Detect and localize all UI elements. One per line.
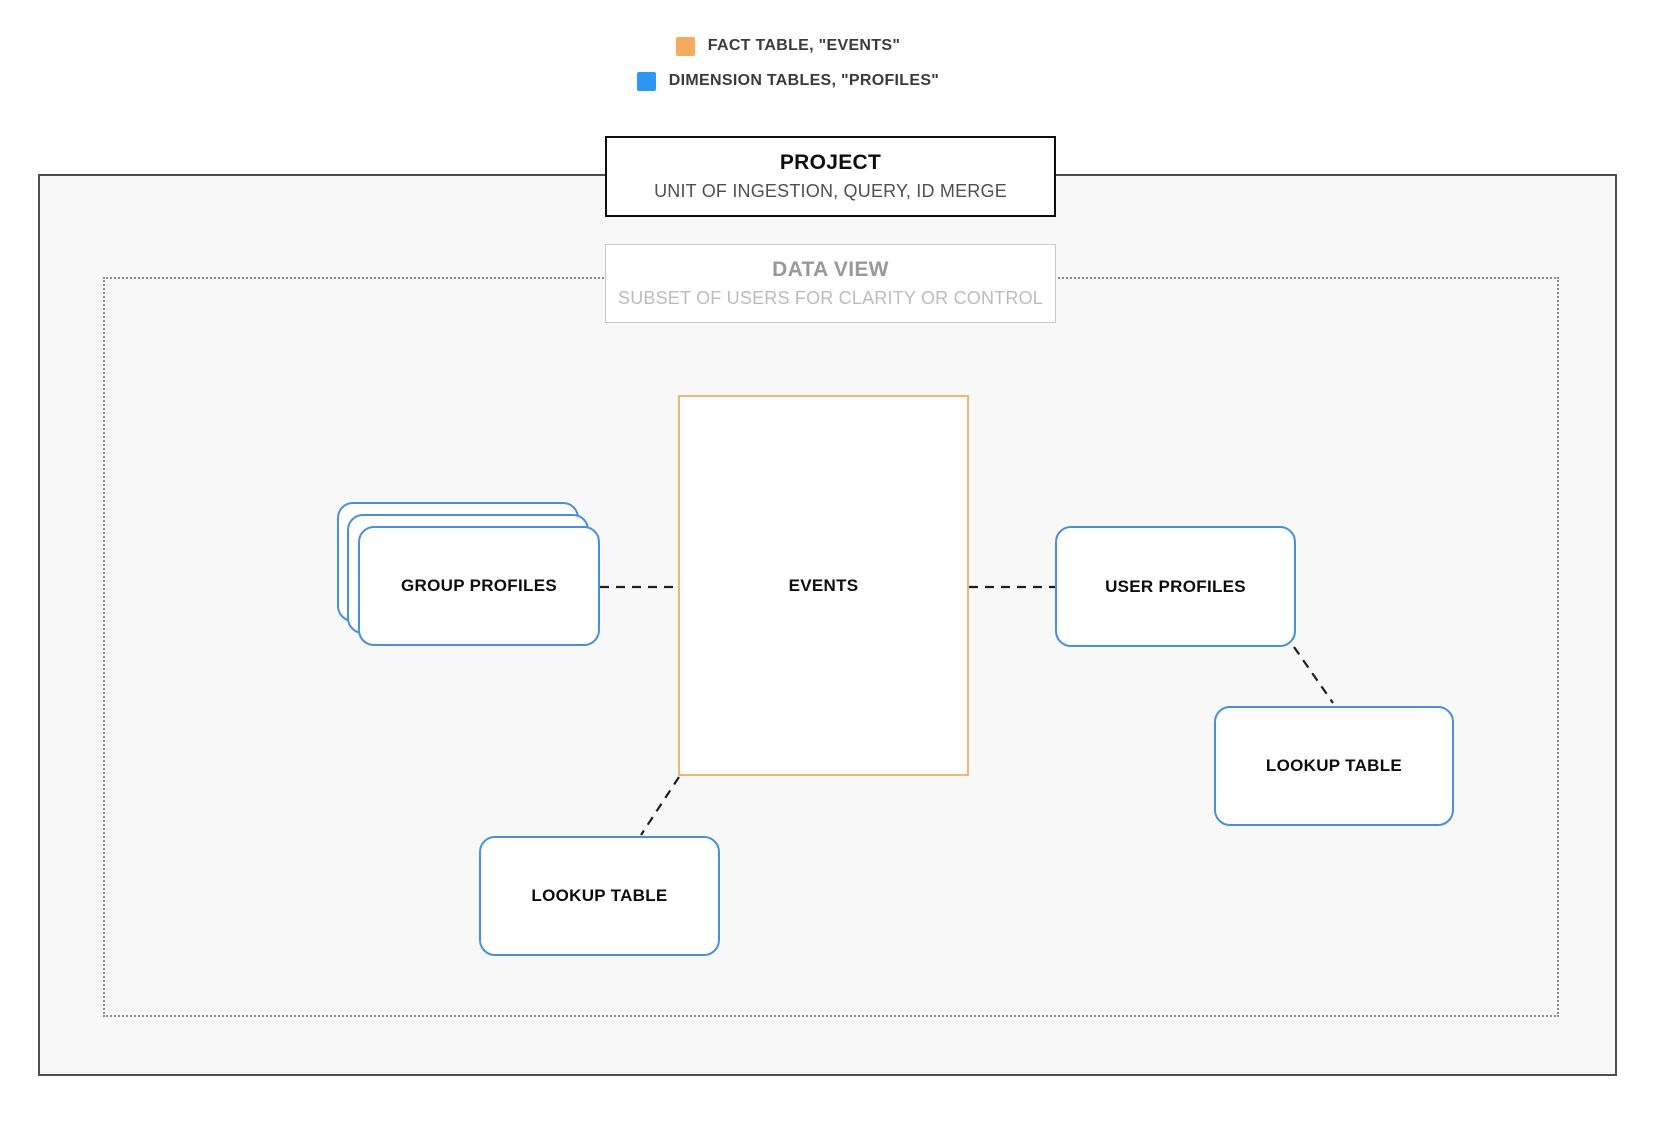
data-view-title: DATA VIEW: [772, 258, 889, 281]
legend: FACT TABLE, "EVENTS" DIMENSION TABLES, "…: [388, 33, 1188, 94]
legend-label-fact-table: FACT TABLE, "EVENTS": [707, 37, 901, 54]
node-lookup-table-bottom-label: LOOKUP TABLE: [531, 886, 668, 905]
data-view-header-box: DATA VIEW SUBSET OF USERS FOR CLARITY OR…: [605, 244, 1056, 323]
dimension-table-swatch-icon: [636, 71, 656, 91]
legend-item-dimension-tables: DIMENSION TABLES, "PROFILES": [636, 68, 940, 94]
node-lookup-table-bottom: LOOKUP TABLE: [479, 836, 720, 956]
legend-item-fact-table: FACT TABLE, "EVENTS": [675, 33, 901, 59]
project-subtitle: UNIT OF INGESTION, QUERY, ID MERGE: [654, 181, 1007, 201]
node-lookup-table-right: LOOKUP TABLE: [1214, 706, 1454, 826]
project-header-box: PROJECT UNIT OF INGESTION, QUERY, ID MER…: [605, 136, 1056, 217]
node-group-profiles-label: GROUP PROFILES: [401, 576, 557, 595]
legend-label-dimension-tables: DIMENSION TABLES, "PROFILES": [668, 72, 940, 89]
fact-table-swatch-icon: [675, 36, 695, 56]
node-lookup-table-right-label: LOOKUP TABLE: [1265, 756, 1403, 775]
project-title: PROJECT: [779, 151, 882, 174]
node-events-label: EVENTS: [788, 575, 859, 595]
node-events: EVENTS: [678, 395, 969, 776]
data-view-subtitle: SUBSET OF USERS FOR CLARITY OR CONTROL: [617, 288, 1043, 308]
node-user-profiles-label: USER PROFILES: [1105, 576, 1246, 596]
node-group-profiles: GROUP PROFILES: [358, 526, 600, 646]
node-user-profiles: USER PROFILES: [1055, 526, 1296, 647]
